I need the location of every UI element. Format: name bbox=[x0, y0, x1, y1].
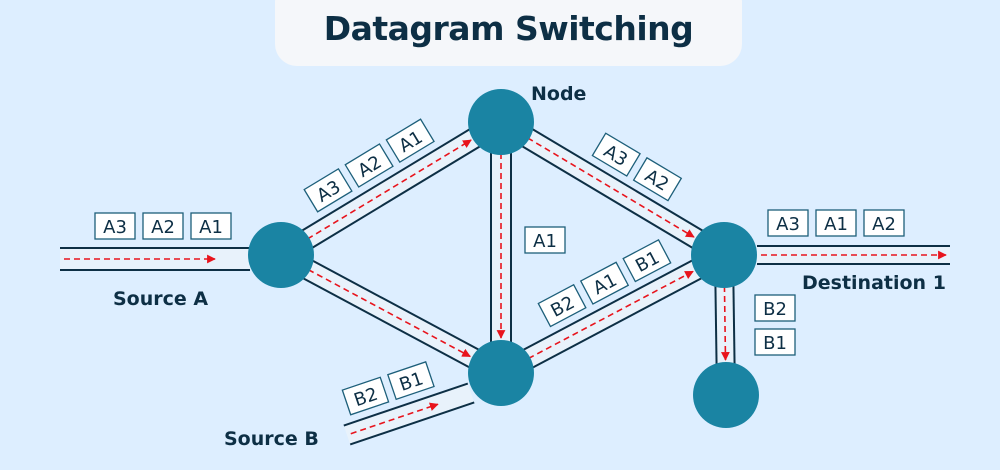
link-n1-n2 bbox=[298, 126, 484, 251]
packet-a1-sourceA-n1: A1 bbox=[190, 212, 232, 240]
packet-a2-n4-dest1: A2 bbox=[863, 209, 905, 237]
packet-b1-sourceB-n3: B1 bbox=[386, 361, 435, 401]
link-border bbox=[518, 143, 697, 251]
packet-b2-sourceB-n3: B2 bbox=[341, 376, 390, 416]
links-layer bbox=[60, 126, 950, 446]
link-n4-n5 bbox=[714, 281, 736, 369]
link-border bbox=[308, 143, 484, 251]
packet-box bbox=[386, 361, 435, 401]
link-border bbox=[298, 126, 474, 234]
link-border bbox=[529, 275, 706, 371]
packet-label: A2 bbox=[872, 214, 896, 235]
source-b-label: Source B bbox=[224, 428, 319, 450]
packet-box bbox=[591, 132, 641, 177]
packet-a3-sourceA-n1: A3 bbox=[94, 212, 136, 240]
flow-arrow bbox=[527, 137, 695, 238]
link-n1-n3 bbox=[299, 258, 483, 370]
packet-b2-n4-n5: B2 bbox=[754, 294, 796, 322]
packet-a2-sourceA-n1: A2 bbox=[142, 212, 184, 240]
packet-label: B2 bbox=[763, 299, 787, 320]
flow-arrow bbox=[307, 268, 471, 358]
link-border bbox=[299, 275, 473, 370]
packet-label: A3 bbox=[776, 214, 800, 235]
link-n2-n3 bbox=[490, 149, 512, 346]
packet-box bbox=[863, 209, 905, 237]
packet-box bbox=[190, 212, 232, 240]
packet-a1-n1-n2: A1 bbox=[385, 118, 435, 164]
link-channel bbox=[715, 281, 735, 369]
packet-b1-n4-n5: B1 bbox=[754, 328, 796, 356]
packet-a3-n4-dest1: A3 bbox=[767, 209, 809, 237]
packet-label: A3 bbox=[103, 217, 127, 238]
nodes-layer bbox=[248, 89, 759, 428]
packet-box bbox=[524, 226, 566, 254]
node-n1 bbox=[248, 222, 314, 288]
packet-a1-n4-dest1: A1 bbox=[815, 209, 857, 237]
packet-box bbox=[385, 118, 435, 164]
link-border bbox=[343, 382, 469, 427]
node-n5 bbox=[693, 362, 759, 428]
link-border bbox=[309, 258, 483, 353]
link-border bbox=[732, 281, 736, 368]
link-channel bbox=[298, 127, 484, 250]
link-n2-n4 bbox=[518, 126, 707, 251]
packet-box bbox=[537, 283, 587, 328]
packet-box bbox=[767, 209, 809, 237]
link-sourceB-n3 bbox=[343, 382, 475, 446]
link-border bbox=[714, 282, 718, 369]
flow-arrow bbox=[350, 402, 439, 435]
packet-box bbox=[632, 156, 683, 202]
packet-box bbox=[754, 328, 796, 356]
link-channel bbox=[519, 127, 706, 250]
diagram-title: Datagram Switching bbox=[323, 9, 694, 48]
packet-a3-n1-n2: A3 bbox=[303, 167, 353, 213]
packet-box bbox=[579, 261, 630, 305]
packet-box bbox=[142, 212, 184, 240]
packet-box bbox=[622, 238, 672, 283]
flow-arrow bbox=[307, 139, 472, 240]
packet-label: A1 bbox=[824, 214, 848, 235]
packet-box bbox=[303, 167, 353, 213]
packet-box bbox=[341, 376, 390, 416]
packet-box bbox=[754, 294, 796, 322]
packet-label: A1 bbox=[533, 231, 557, 252]
source-a-label: Source A bbox=[113, 288, 208, 310]
destination-1-label: Destination 1 bbox=[802, 272, 946, 294]
packet-a2-n1-n2: A2 bbox=[344, 143, 394, 188]
link-border bbox=[519, 257, 696, 353]
link-border bbox=[528, 126, 707, 234]
packet-box bbox=[815, 209, 857, 237]
node-n4 bbox=[691, 222, 757, 288]
node-n2 bbox=[468, 89, 534, 155]
flow-arrow bbox=[528, 270, 694, 360]
node-n3 bbox=[468, 340, 534, 406]
link-border bbox=[349, 401, 475, 446]
packet-a1-n2-n3: A1 bbox=[524, 226, 566, 254]
flow-arrow bbox=[720, 285, 730, 361]
link-n4-dest1 bbox=[757, 245, 950, 265]
packet-label: A1 bbox=[199, 217, 223, 238]
packet-label: B1 bbox=[763, 333, 787, 354]
packet-b1-n3-n4: B1 bbox=[622, 238, 672, 283]
link-sourceA-n1 bbox=[60, 247, 250, 271]
packet-box bbox=[94, 212, 136, 240]
link-n3-n4 bbox=[519, 257, 706, 371]
packet-box bbox=[344, 143, 394, 188]
title-box: Datagram Switching bbox=[275, 0, 742, 66]
node-label: Node bbox=[531, 83, 586, 105]
packet-label: A2 bbox=[151, 217, 175, 238]
